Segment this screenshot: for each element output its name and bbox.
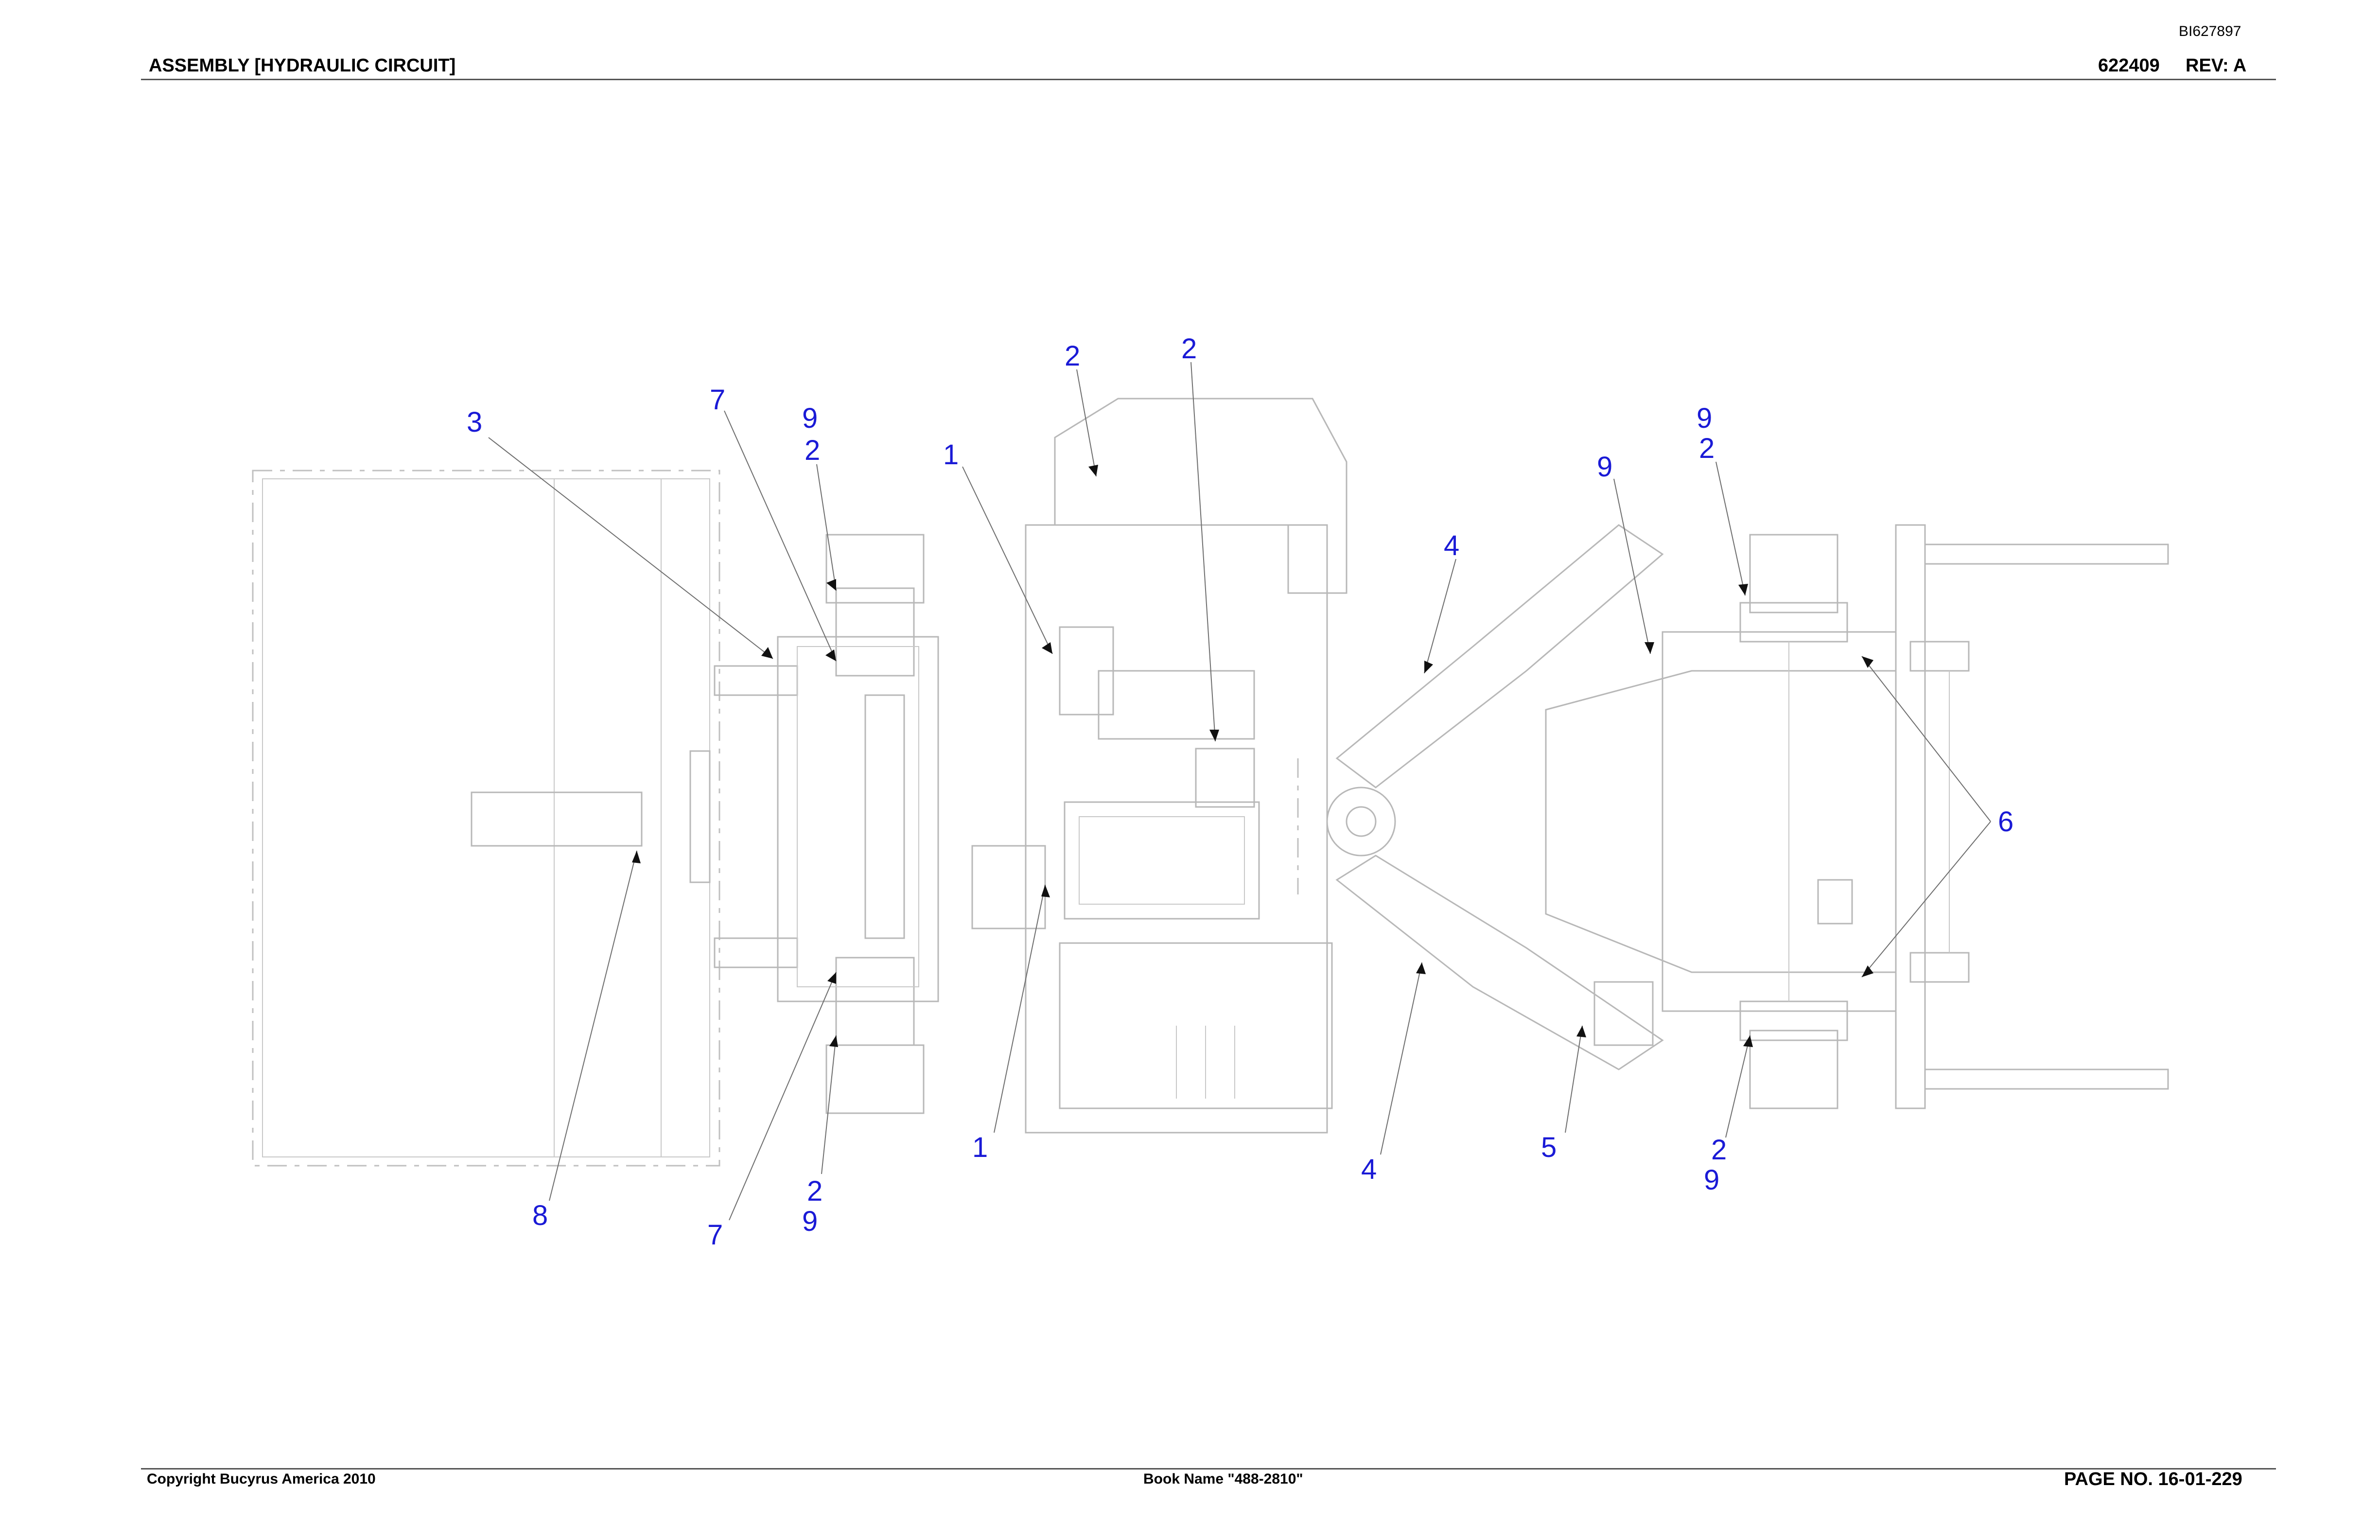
callout-label: 9 <box>1704 1164 1719 1196</box>
footer-rule <box>141 1468 2276 1470</box>
book-name: Book Name "488-2810" <box>1143 1471 1303 1487</box>
callout-leaders <box>488 362 1991 1221</box>
callout-label: 2 <box>807 1175 822 1207</box>
callout-label: 6 <box>1998 806 2013 838</box>
bucket-outline <box>252 470 798 1167</box>
center-frame <box>971 398 1348 1134</box>
callout-label: 8 <box>532 1200 548 1231</box>
callout-label: 2 <box>1065 340 1080 372</box>
revision-label: REV: A <box>2186 55 2247 76</box>
callout-label: 9 <box>802 1206 818 1237</box>
callout-label: 5 <box>1541 1132 1557 1163</box>
rear-tail-assembly <box>1895 524 2169 1109</box>
callout-label: 3 <box>467 406 482 438</box>
header-rule <box>141 79 2276 80</box>
page-title: ASSEMBLY [HYDRAULIC CIRCUIT] <box>149 55 456 76</box>
copyright-notice: Copyright Bucyrus America 2010 <box>147 1471 376 1487</box>
document-id: BI627897 <box>2179 23 2241 39</box>
articulation-arms <box>1297 524 1664 1070</box>
callout-arrowheads <box>632 465 1873 1047</box>
callout-label: 4 <box>1361 1154 1377 1185</box>
front-axle-assembly <box>777 534 939 1114</box>
callout-label: 1 <box>943 439 959 471</box>
callout-label: 7 <box>710 384 725 416</box>
callout-numbers: 3 7 9 2 1 2 2 4 9 9 2 6 1 8 7 2 9 4 5 2 … <box>467 333 2013 1251</box>
callout-label: 9 <box>1697 402 1712 434</box>
callout-label: 1 <box>972 1132 988 1163</box>
callout-label: 2 <box>805 435 820 466</box>
rear-frame <box>1545 534 1897 1109</box>
callout-label: 2 <box>1711 1134 1727 1166</box>
callout-label: 2 <box>1699 433 1715 464</box>
callout-label: 9 <box>802 402 818 434</box>
callout-label: 4 <box>1444 530 1459 561</box>
callout-label: 7 <box>707 1219 723 1251</box>
page-number: PAGE NO. 16-01-229 <box>2064 1469 2242 1489</box>
callout-label: 2 <box>1181 333 1197 365</box>
callout-label: 9 <box>1597 451 1612 483</box>
part-number: 622409 <box>2098 55 2160 76</box>
